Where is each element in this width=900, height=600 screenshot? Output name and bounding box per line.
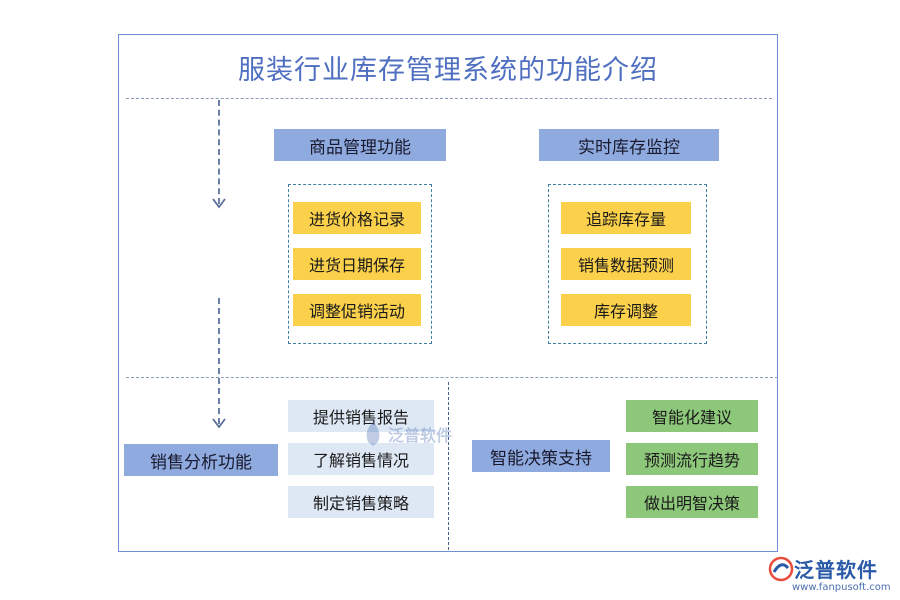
watermark-text: 泛普软件: [388, 426, 453, 445]
decision-item: 做出明智决策: [626, 486, 758, 518]
diagram-title: 服装行业库存管理系统的功能介绍: [238, 55, 658, 86]
top-separator: [126, 98, 772, 99]
inventory-monitor-group: [548, 184, 707, 344]
flow-line-top: [218, 100, 220, 204]
sales-item: 制定销售策略: [288, 486, 434, 518]
decision-item: 智能化建议: [626, 400, 758, 432]
diagram-frame: [118, 34, 778, 552]
brand-logo: 泛普软件: [768, 554, 878, 583]
product-item: 调整促销活动: [293, 294, 421, 326]
down-arrow-icon: [212, 198, 226, 209]
bottom-vertical-separator: [448, 382, 449, 550]
brand-logo-icon: [768, 556, 794, 581]
decision-item: 预测流行趋势: [626, 443, 758, 475]
middle-separator: [126, 377, 778, 378]
sales-item: 提供销售报告: [288, 400, 434, 432]
brand-name: 泛普软件: [794, 558, 878, 582]
product-item: 进货价格记录: [293, 202, 421, 234]
product-management-header: 商品管理功能: [274, 129, 446, 161]
product-item: 进货日期保存: [293, 248, 421, 280]
watermark: 泛普软件: [362, 420, 452, 448]
flow-line-bottom: [218, 298, 220, 424]
inventory-item: 库存调整: [561, 294, 691, 326]
sales-analysis-header: 销售分析功能: [124, 444, 278, 476]
watermark-logo-icon: [366, 422, 380, 446]
inventory-item: 追踪库存量: [561, 202, 691, 234]
inventory-item: 销售数据预测: [561, 248, 691, 280]
product-management-group: [288, 184, 432, 344]
down-arrow-icon: [212, 418, 226, 429]
inventory-monitor-header: 实时库存监控: [539, 129, 719, 161]
sales-item: 了解销售情况: [288, 443, 434, 475]
brand-url: www.fanpusoft.com: [792, 582, 891, 593]
decision-support-header: 智能决策支持: [472, 440, 610, 472]
